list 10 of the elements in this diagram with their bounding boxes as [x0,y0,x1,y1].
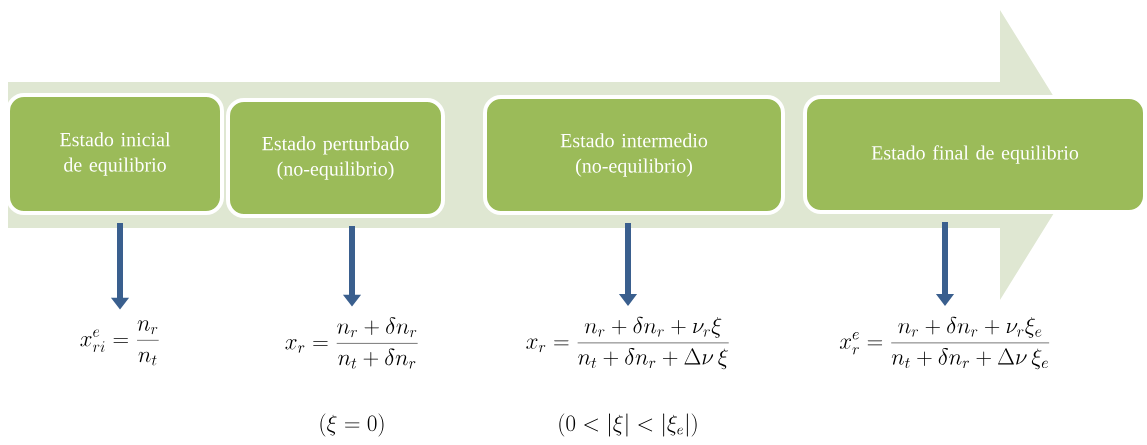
formula: $x_{ri}^{e} = \frac{n_r}{n_t}$ [80,320,159,366]
formula: $x_r = \frac{n_r+\delta n_r}{n_t+\delta n_r}$ [285,317,418,369]
stage-box: Estado intermedio (no-equilibrio) [483,95,785,215]
formula: $x_r^{e} = \frac{n_r+\delta n_r+\nu_r\xi_e}{n_t+\delta n_r+\Delta\nu\,\xi_e}$ [839,316,1050,370]
stage-box: Estado inicial de equilibrio [6,93,224,215]
stage-box: Estado final de equilibrio [803,95,1147,214]
stage-box: Estado perturbado (no-equilibrio) [226,98,445,218]
formula: $x_r = \frac{n_r+\delta n_r+\nu_r\xi}{n_t+\delta n_r+\Delta\nu\,\xi}$ [526,316,729,370]
condition-label: $(0 < |\xi| < |\xi_e|)$ [559,413,697,437]
condition-label: $(\xi = 0)$ [320,413,384,437]
